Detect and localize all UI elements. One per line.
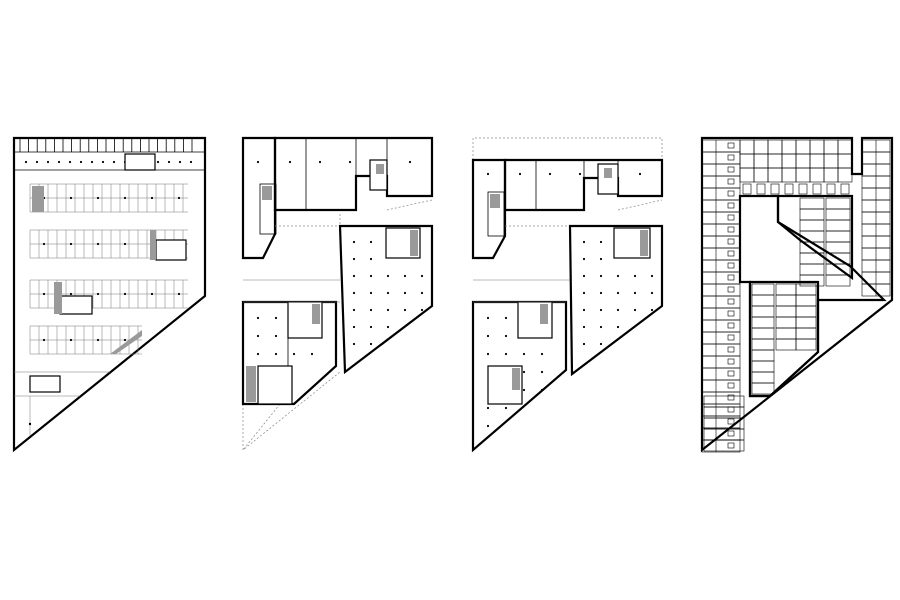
plan1-stair-3 bbox=[54, 282, 62, 314]
plan-residential-level bbox=[700, 136, 894, 453]
plan1-top-strip bbox=[14, 138, 205, 171]
plan2-left-block bbox=[241, 136, 277, 260]
plan2-right-block bbox=[338, 224, 434, 375]
plan1-core-3 bbox=[59, 295, 93, 315]
plan1-core-1 bbox=[124, 153, 156, 171]
plan1-stair-2 bbox=[150, 230, 156, 260]
plan1-stair-1 bbox=[32, 186, 44, 212]
plan3-top-block bbox=[503, 158, 664, 212]
plan1-core-4 bbox=[29, 375, 61, 393]
plan4-outer-outline bbox=[700, 136, 894, 453]
plan-parking-level bbox=[12, 136, 207, 453]
plan1-parking-row bbox=[29, 183, 188, 213]
plan3-left-block bbox=[471, 158, 507, 260]
plan3-right-block bbox=[568, 224, 664, 377]
plan4-lower-tower bbox=[748, 280, 820, 398]
plan1-parking-rows bbox=[29, 183, 188, 355]
plan1-parking-row bbox=[29, 325, 142, 355]
plan1-parking-row bbox=[29, 279, 188, 309]
plan1-core-2 bbox=[155, 239, 187, 261]
plan2-site-outline bbox=[242, 371, 341, 451]
plan-retail-level-b bbox=[471, 137, 664, 453]
plan-retail-level-a bbox=[241, 136, 434, 451]
plan3-roof-outline bbox=[472, 137, 663, 160]
plan1-outline bbox=[12, 136, 207, 453]
plan4-inner-wing bbox=[776, 194, 854, 281]
plan4-apartment-units bbox=[701, 139, 891, 453]
plan2-top-block bbox=[273, 136, 434, 212]
